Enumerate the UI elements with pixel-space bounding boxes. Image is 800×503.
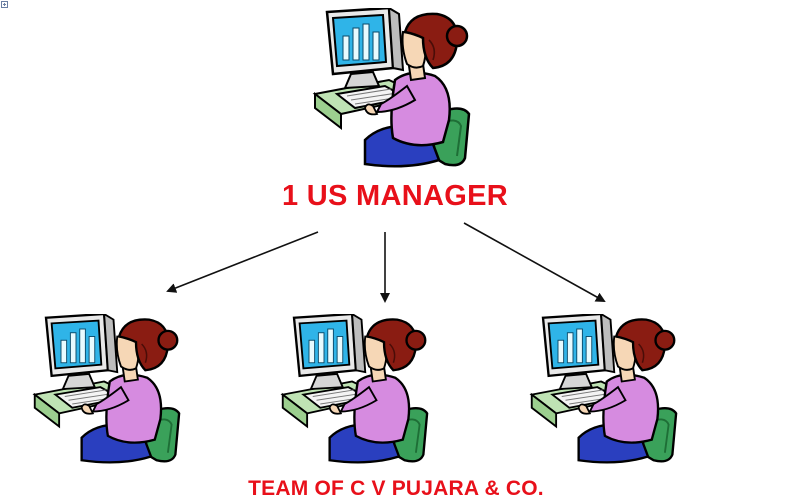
woman-at-computer-icon bbox=[527, 314, 679, 464]
woman-at-computer-icon bbox=[278, 314, 430, 464]
team-member-node-2 bbox=[278, 314, 430, 464]
arrow-to-member-1 bbox=[166, 231, 319, 293]
team-member-node-3 bbox=[527, 314, 679, 464]
object-anchor-icon[interactable] bbox=[1, 1, 8, 8]
team-member-node-1 bbox=[30, 314, 182, 464]
arrow-to-member-3 bbox=[463, 222, 606, 302]
manager-label: 1 US MANAGER bbox=[282, 180, 508, 212]
woman-at-computer-icon bbox=[30, 314, 182, 464]
team-label: TEAM OF C V PUJARA & CO. bbox=[248, 477, 544, 500]
